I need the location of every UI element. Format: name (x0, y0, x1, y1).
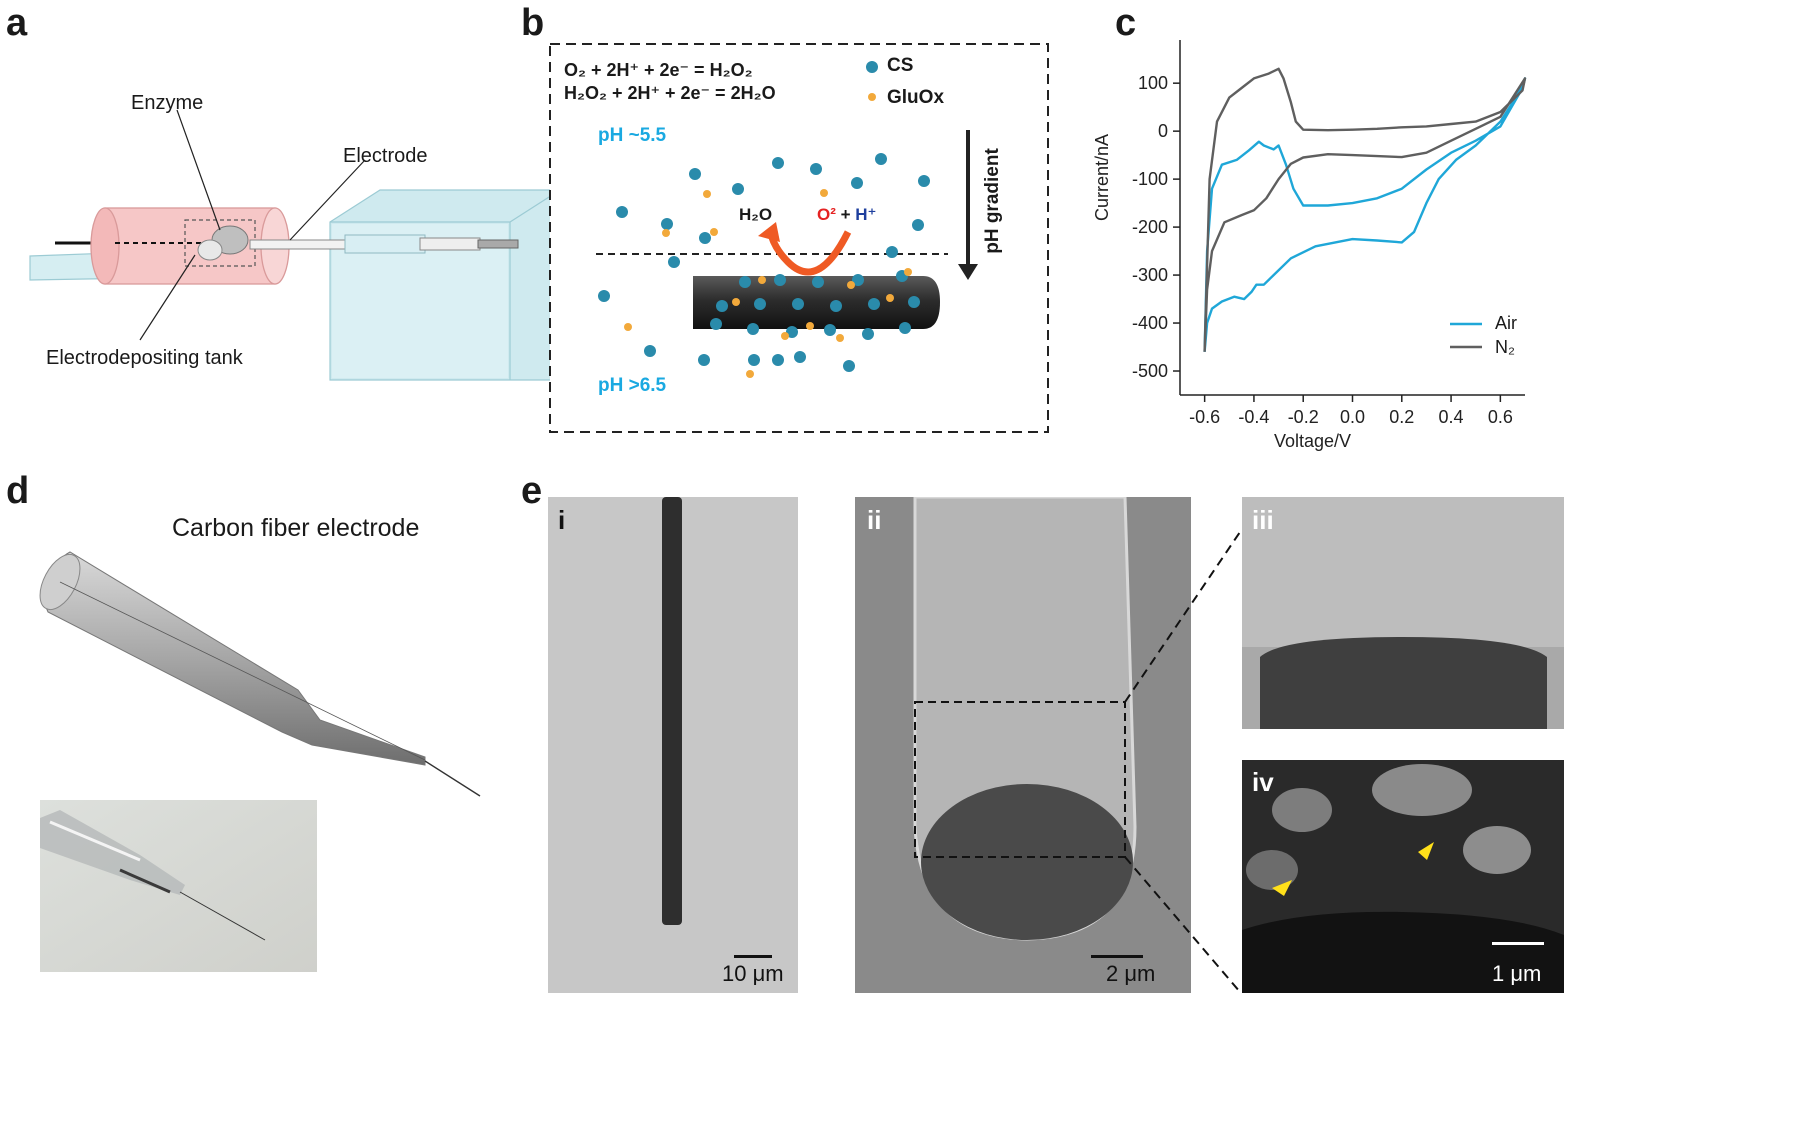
x-tick-label: 0.6 (1488, 407, 1513, 427)
electrode-photo (40, 800, 317, 972)
sub-label-iii: iii (1252, 505, 1274, 535)
o2-label: O² (817, 205, 836, 224)
plus-sign: + (835, 205, 856, 224)
sem-image-i (548, 497, 798, 993)
y-tick-label: -100 (1132, 169, 1168, 189)
series-line-air (1203, 77, 1527, 352)
x-tick-label: -0.4 (1238, 407, 1269, 427)
sub-label-i: i (558, 505, 566, 535)
y-tick-label: -500 (1132, 361, 1168, 381)
scale-i: 10 μm (722, 961, 784, 986)
legend-air-label: Air (1495, 313, 1517, 333)
h2o-label: H₂O (739, 205, 773, 224)
y-tick-label: 100 (1138, 73, 1168, 93)
legend-n2-label: N₂ (1495, 337, 1515, 357)
y-axis-label: Current/nA (1092, 134, 1112, 221)
cv-chart: 100 0 -100 -200 -300 -400 -500 -0.6 -0.4 -0.2 0.0 0… (1092, 40, 1527, 451)
scale-iv: 1 μm (1492, 961, 1542, 986)
panel-b-diagram (549, 43, 1049, 433)
legend-gluox-label: GluOx (887, 87, 945, 108)
y-tick-label: -400 (1132, 313, 1168, 333)
y-tick-label: -300 (1132, 265, 1168, 285)
sub-label-ii: ii (867, 505, 882, 535)
reactants-label: O² + H⁺ (817, 205, 877, 225)
panel-b-letter: b (521, 2, 545, 44)
x-tick-label: 0.0 (1340, 407, 1365, 427)
scale-ii: 2 μm (1106, 961, 1156, 986)
y-tick-label: 0 (1158, 121, 1168, 141)
label-electrodepositing-tank: Electrodepositing tank (46, 347, 243, 369)
equation-2: H₂O₂ + 2H⁺ + 2e⁻ = 2H₂O (564, 83, 776, 103)
x-tick-label: 0.2 (1389, 407, 1414, 427)
panel-e-letter: e (521, 470, 543, 512)
panel-d-title: Carbon fiber electrode (172, 514, 420, 542)
sub-label-iv: iv (1252, 767, 1274, 797)
panel-a-letter: a (6, 2, 28, 44)
ph-bottom-label: pH >6.5 (598, 375, 667, 396)
y-tick-label: -200 (1132, 217, 1168, 237)
ph-top-label: pH ~5.5 (598, 125, 667, 146)
sem-image-ii (855, 497, 1191, 993)
gluox-particles (624, 189, 912, 378)
sem-image-iv (1242, 760, 1564, 993)
panel-a-illustration (29, 109, 561, 381)
label-enzyme: Enzyme (131, 92, 204, 114)
series-line-n2 (1203, 67, 1527, 352)
legend-cs-dot (866, 61, 878, 73)
x-tick-label: -0.2 (1288, 407, 1319, 427)
ph-gradient-label: pH gradient (982, 148, 1003, 254)
zoom-connectors (1124, 531, 1241, 993)
h-plus-label: H⁺ (855, 205, 877, 224)
panel-d-letter: d (6, 470, 30, 512)
x-tick-label: 0.4 (1439, 407, 1464, 427)
carbon-fiber-electrode-render (39, 551, 481, 797)
label-electrode: Electrode (343, 145, 428, 167)
cs-particles (598, 153, 930, 372)
carbon-fiber-rod (693, 276, 940, 329)
equation-1: O₂ + 2H⁺ + 2e⁻ = H₂O₂ (564, 60, 753, 80)
chart-legend-swatches (1450, 322, 1482, 349)
legend-cs-label: CS (887, 55, 914, 76)
legend-gluox-dot (868, 93, 876, 101)
panel-b-frame (549, 43, 1049, 433)
reaction-arrow (766, 229, 852, 276)
panel-c-letter: c (1115, 2, 1137, 44)
x-axis-label: Voltage/V (1274, 431, 1351, 451)
sem-image-iii (1242, 497, 1564, 729)
x-tick-label: -0.6 (1189, 407, 1220, 427)
